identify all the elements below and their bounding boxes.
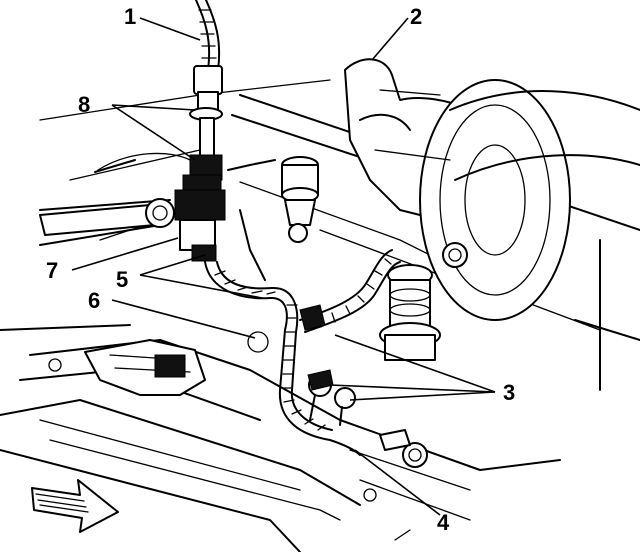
callout-8: 8 [78, 92, 90, 117]
fluid-reservoir [281, 156, 319, 243]
callout-6: 6 [88, 288, 100, 313]
callout-labels: 1 2 3 4 5 6 7 8 [46, 4, 515, 535]
lower-frame [0, 324, 561, 552]
strut-assembly [379, 264, 441, 361]
upper-harness [182, 0, 276, 196]
callout-3: 3 [503, 380, 515, 405]
main-harness [204, 249, 401, 456]
callout-5: 5 [116, 267, 128, 292]
sensor-cluster [39, 189, 266, 281]
callout-1: 1 [124, 4, 136, 29]
callout-7: 7 [46, 258, 58, 283]
callout-2: 2 [410, 4, 422, 29]
leader-lines [71, 17, 496, 516]
retainer-clips [307, 369, 356, 426]
callout-4: 4 [437, 510, 450, 535]
wheel-hub-assembly [344, 58, 640, 321]
forward-arrow [31, 479, 119, 533]
